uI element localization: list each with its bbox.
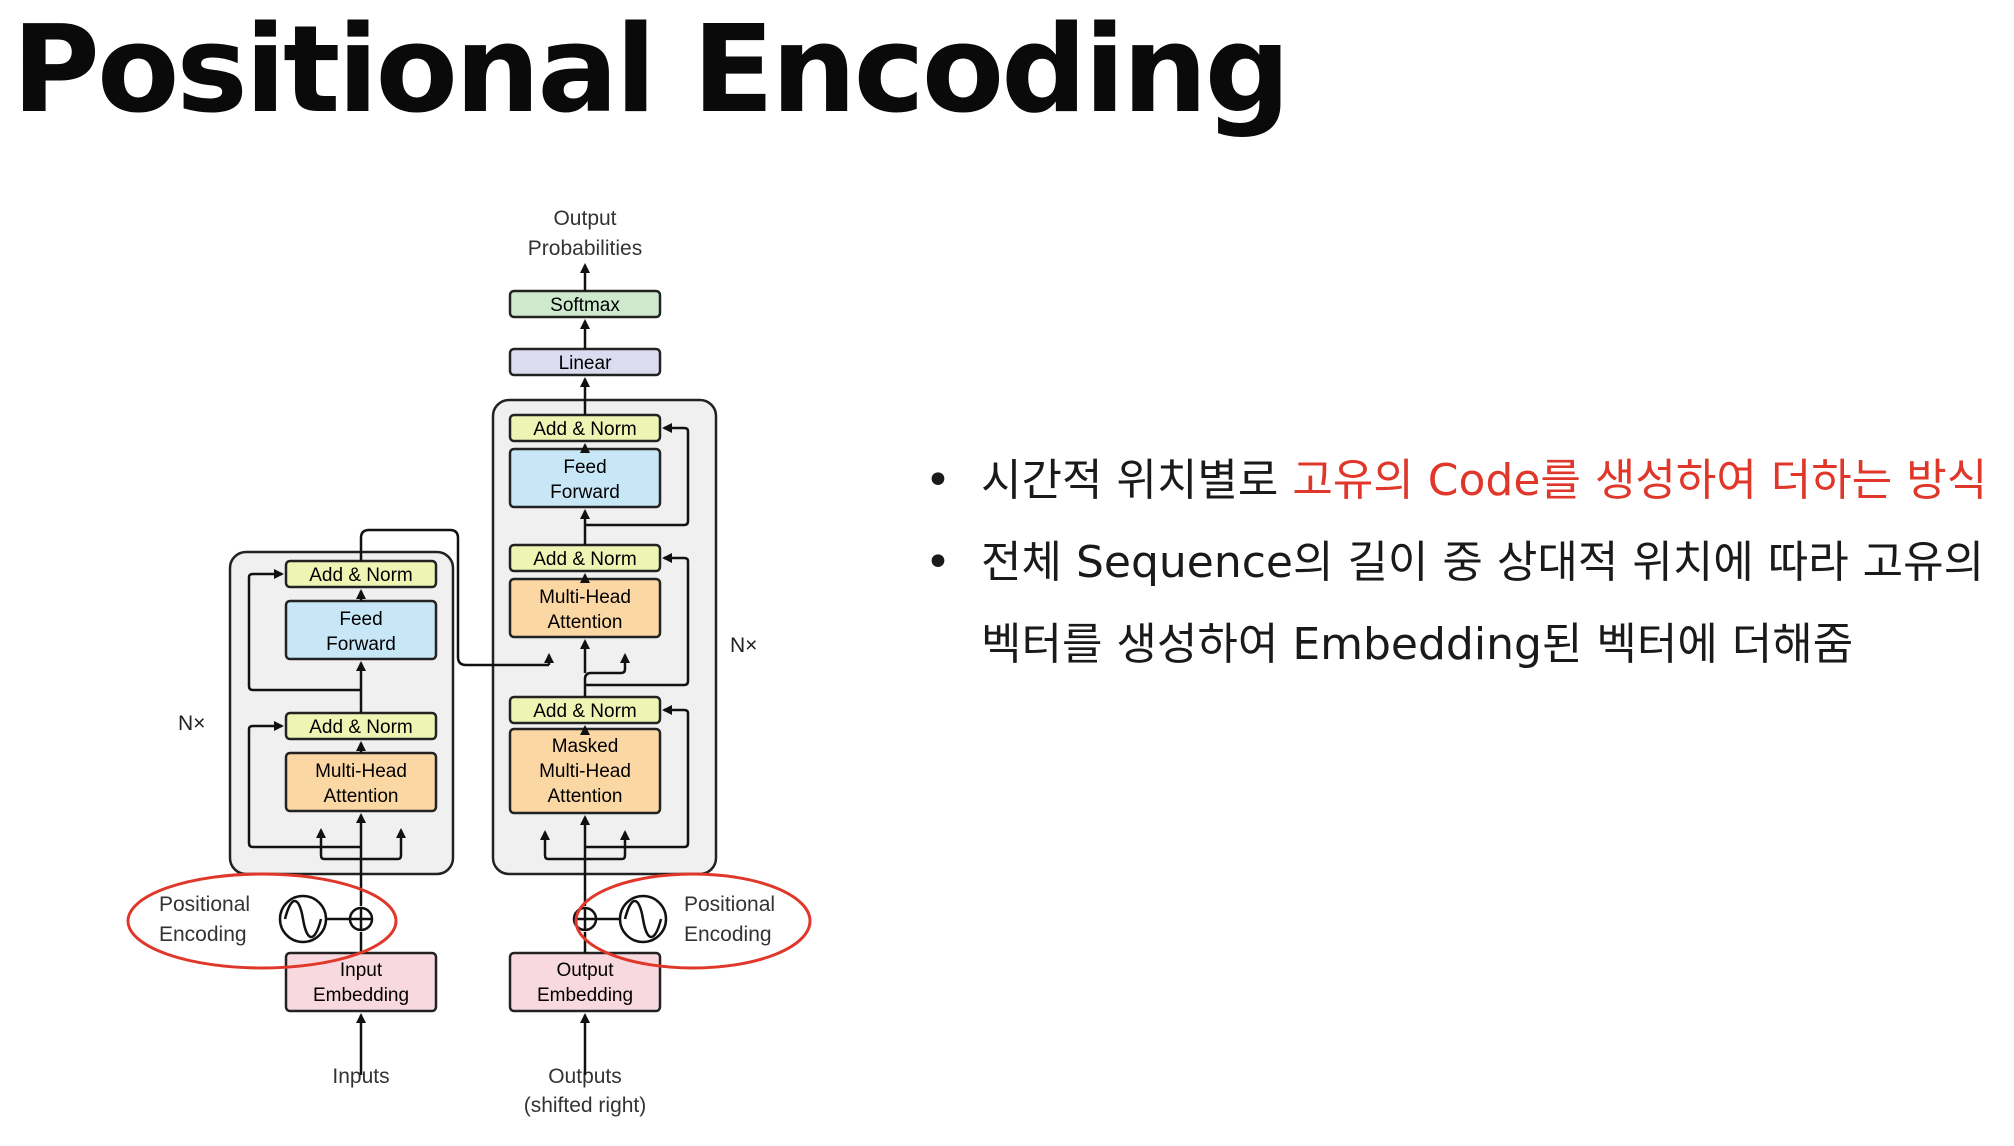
decoder-nx-label: N×: [730, 634, 757, 657]
bullet-text: 시간적 위치별로: [981, 455, 1293, 506]
decoder-add-norm-top: Add & Norm: [508, 413, 662, 443]
svg-text:Masked: Masked: [552, 736, 619, 757]
encoder-arrows: [247, 528, 549, 1075]
output-probabilities-label: Output Probabilities: [528, 207, 642, 260]
svg-text:Output: Output: [556, 960, 614, 981]
svg-text:Attention: Attention: [324, 786, 399, 807]
encoder-add-norm-bottom: Add & Norm: [284, 711, 438, 741]
svg-text:Softmax: Softmax: [550, 295, 620, 316]
bullet-highlight-text: 고유의 Code를 생성하여 더하는 방식: [1292, 455, 1988, 506]
decoder-feed-forward: Feed Forward: [508, 447, 662, 509]
output-embedding: Output Embedding: [508, 951, 662, 1013]
svg-text:Multi-Head: Multi-Head: [315, 761, 407, 782]
svg-text:Attention: Attention: [548, 612, 623, 633]
svg-text:Multi-Head: Multi-Head: [539, 761, 631, 782]
svg-text:Input: Input: [340, 960, 383, 981]
encoder-add-norm-top: Add & Norm: [284, 559, 438, 589]
svg-text:Probabilities: Probabilities: [528, 237, 642, 260]
encoder-feed-forward: Feed Forward: [284, 599, 438, 661]
bullet-text-line2: 벡터를 생성하여 Embedding된 벡터에 더해줌: [981, 619, 1854, 670]
svg-text:Add & Norm: Add & Norm: [309, 717, 412, 738]
svg-text:Add & Norm: Add & Norm: [309, 565, 412, 586]
decoder-add-norm-bottom: Add & Norm: [508, 695, 662, 725]
decoder-multi-head-attention: Multi-Head Attention: [508, 577, 662, 639]
softmax-block: Softmax: [508, 289, 662, 319]
svg-text:Encoding: Encoding: [684, 923, 772, 946]
decoder-highlight-ellipse: [574, 872, 812, 970]
svg-text:Forward: Forward: [550, 482, 620, 503]
svg-text:Positional: Positional: [159, 893, 250, 916]
svg-text:Encoding: Encoding: [159, 923, 247, 946]
bullet-item: • 전체 Sequence의 길이 중 상대적 위치에 따라 고유의 벡터를 생…: [915, 522, 1995, 686]
svg-text:Add & Norm: Add & Norm: [533, 419, 636, 440]
bullet-dot: •: [925, 455, 951, 506]
svg-text:Embedding: Embedding: [537, 985, 633, 1006]
decoder-arrows: [540, 263, 690, 1075]
encoder-highlight-ellipse: [126, 872, 398, 970]
inputs-label: Inputs: [332, 1065, 389, 1088]
svg-text:Add & Norm: Add & Norm: [533, 701, 636, 722]
outputs-shifted-label: (shifted right): [524, 1094, 647, 1117]
linear-block: Linear: [508, 347, 662, 377]
svg-text:Multi-Head: Multi-Head: [539, 587, 631, 608]
svg-text:Forward: Forward: [326, 634, 396, 655]
svg-text:Embedding: Embedding: [313, 985, 409, 1006]
transformer-diagram: Add & Norm Feed Forward Add & Norm Multi…: [126, 207, 812, 1117]
decoder-add-norm-mid: Add & Norm: [508, 543, 662, 573]
decoder-positional-encoding: Positional Encoding: [572, 872, 812, 970]
outputs-label: Outputs: [548, 1065, 622, 1088]
bullet-list: • 시간적 위치별로 고유의 Code를 생성하여 더하는 방식 • 전체 Se…: [915, 440, 1995, 686]
decoder-masked-attention: Masked Multi-Head Attention: [508, 727, 662, 815]
page-title: Positional Encoding: [12, 1, 1291, 140]
bullet-dot: •: [925, 537, 951, 588]
svg-text:Linear: Linear: [559, 353, 612, 374]
svg-text:Feed: Feed: [563, 457, 606, 478]
svg-text:Feed: Feed: [339, 609, 382, 630]
svg-text:Positional: Positional: [684, 893, 775, 916]
svg-text:Output: Output: [553, 207, 616, 230]
svg-text:Attention: Attention: [548, 786, 623, 807]
bullet-item: • 시간적 위치별로 고유의 Code를 생성하여 더하는 방식: [915, 440, 1995, 522]
input-embedding: Input Embedding: [284, 951, 438, 1013]
encoder-positional-encoding: Positional Encoding: [126, 872, 398, 970]
bullet-text-line1: 전체 Sequence의 길이 중 상대적 위치에 따라 고유의: [981, 537, 1985, 588]
encoder-nx-label: N×: [178, 712, 205, 735]
svg-text:Add & Norm: Add & Norm: [533, 549, 636, 570]
encoder-multi-head-attention: Multi-Head Attention: [284, 751, 438, 813]
